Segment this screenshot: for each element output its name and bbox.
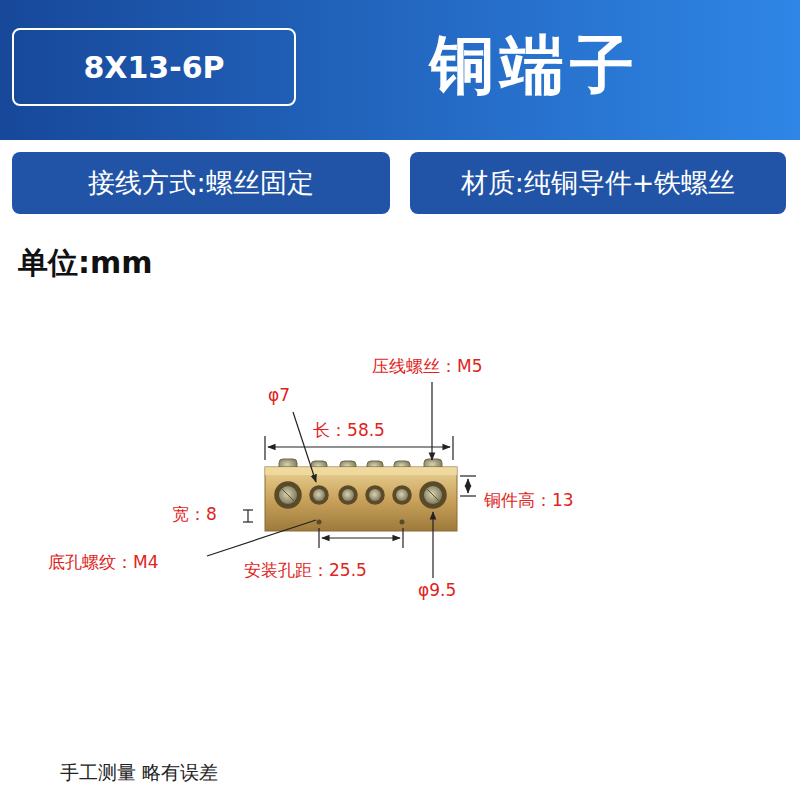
- box-text: 接线方式:螺丝固定: [88, 165, 313, 201]
- unit-note: 单位:mm: [18, 246, 153, 279]
- model-box: 8X13-6P: [12, 28, 296, 106]
- dimension-lines: [207, 382, 476, 578]
- header-band: [0, 0, 800, 140]
- height-label: 铜件高：13: [484, 491, 574, 510]
- screw-label: 压线螺丝：M5: [372, 357, 482, 376]
- hole-spacing-label: 安装孔距：25.5: [244, 561, 367, 580]
- width-label: 宽：8: [172, 505, 217, 524]
- box-text: 材质:纯铜导件+铁螺丝: [461, 165, 736, 201]
- length-label: 长：58.5: [313, 421, 385, 440]
- title: 铜端子: [430, 22, 640, 109]
- thread-label: 底孔螺纹：M4: [48, 553, 158, 572]
- caption: 手工测量 略有误差: [60, 760, 218, 786]
- terminal-bar: [265, 459, 457, 531]
- diameter-label: φ7: [268, 386, 290, 405]
- box-text: 8X13-6P: [83, 50, 224, 85]
- diameter-label: φ9.5: [418, 581, 456, 600]
- spec-box: 接线方式:螺丝固定: [12, 152, 390, 214]
- spec-box: 材质:纯铜导件+铁螺丝: [410, 152, 786, 214]
